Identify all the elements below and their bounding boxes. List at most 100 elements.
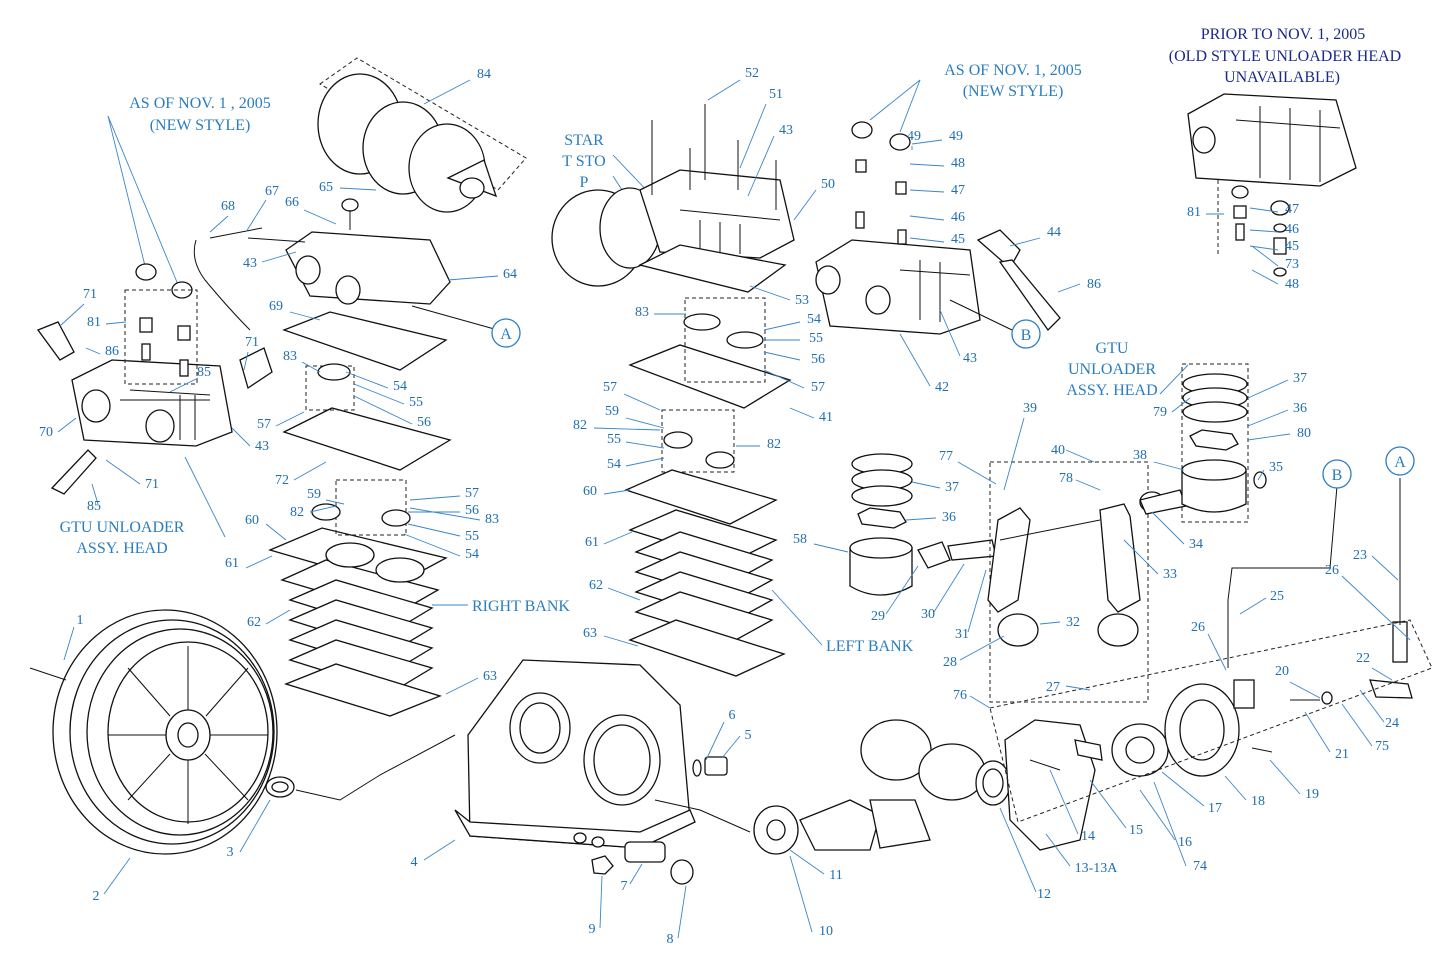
part-number-28: 28 [943, 655, 957, 670]
part-number-48: 48 [951, 156, 965, 171]
part-number-71: 71 [83, 287, 97, 302]
part-number-10: 10 [819, 924, 833, 939]
part-number-15: 15 [1129, 823, 1143, 838]
part-number-45: 45 [1285, 239, 1299, 254]
callout-leader [231, 427, 251, 447]
part-number-17: 17 [1208, 801, 1222, 816]
part-number-22: 22 [1356, 651, 1370, 666]
connector-b-rear: B [1322, 459, 1352, 489]
part-number-24: 24 [1385, 716, 1399, 731]
part-number-66: 66 [285, 195, 299, 210]
callout-leader [1359, 689, 1385, 723]
heading-gtu-right: GTU UNLOADER ASSY. HEAD [1066, 340, 1157, 399]
part-number-5: 5 [745, 728, 752, 743]
part-number-46: 46 [1285, 222, 1299, 237]
part-number-34: 34 [1189, 537, 1203, 552]
part-number-56: 56 [811, 352, 825, 367]
callout-leader [1039, 621, 1061, 625]
connector-b-main: B [1011, 319, 1041, 349]
callout-leader [85, 347, 101, 355]
start-stop-line2: T STO [562, 153, 605, 170]
part-number-31: 31 [955, 627, 969, 642]
gtu-right-line2: UNLOADER [1068, 361, 1156, 378]
callout-leader [603, 635, 639, 647]
gtu-right-line1: GTU [1096, 340, 1129, 357]
callout-leader [623, 393, 661, 411]
part-number-54: 54 [465, 547, 479, 562]
right-new-style-head [815, 121, 1061, 335]
callout-leader [1171, 397, 1191, 413]
part-number-62: 62 [589, 578, 603, 593]
callout-leader [1239, 597, 1267, 615]
part-number-53: 53 [795, 293, 809, 308]
part-number-54: 54 [607, 457, 621, 472]
callout-leader [933, 563, 965, 613]
part-number-59: 59 [605, 404, 619, 419]
gtu-unloader-head-left [36, 263, 273, 495]
right-bank-plates [268, 311, 452, 717]
connector-b-main-label: B [1021, 327, 1032, 344]
part-number-61: 61 [225, 556, 239, 571]
callout-leader [63, 626, 75, 661]
part-number-4: 4 [411, 855, 418, 870]
part-number-73: 73 [1285, 257, 1299, 272]
part-number-55: 55 [809, 331, 823, 346]
callout-leader [721, 735, 741, 759]
callout-leader [105, 459, 141, 485]
callout-leader [625, 457, 665, 467]
callout-leader [1304, 711, 1331, 753]
callout-leader [303, 209, 337, 225]
part-number-37: 37 [945, 480, 959, 495]
part-number-29: 29 [871, 609, 885, 624]
part-number-26: 26 [1191, 620, 1205, 635]
part-number-55: 55 [607, 432, 621, 447]
part-number-57: 57 [811, 380, 825, 395]
part-number-84: 84 [477, 67, 491, 82]
part-number-71: 71 [145, 477, 159, 492]
callout-leader [325, 499, 345, 505]
part-number-49: 49 [949, 129, 963, 144]
callout-leader [789, 849, 825, 875]
part-number-12: 12 [1037, 887, 1051, 902]
part-number-80: 80 [1297, 426, 1311, 441]
heading-prior-line1: PRIOR TO NOV. 1, 2005 [1201, 26, 1365, 43]
heading-prior-line3: UNAVAILABLE) [1224, 69, 1340, 86]
part-number-67: 67 [265, 184, 279, 199]
callout-leader [1249, 207, 1279, 213]
callout-leader [999, 807, 1037, 893]
old-style-head [1187, 93, 1357, 277]
callout-leader [1151, 511, 1185, 545]
part-number-50: 50 [821, 177, 835, 192]
callout-leader [1371, 667, 1393, 681]
part-number-30: 30 [921, 607, 935, 622]
part-number-2: 2 [93, 889, 100, 904]
part-number-60: 60 [245, 513, 259, 528]
callout-leader [813, 543, 849, 553]
part-number-55: 55 [465, 529, 479, 544]
part-number-13-13A: 13-13A [1075, 861, 1119, 876]
callout-leader [1251, 269, 1279, 285]
callout-leader [243, 351, 249, 371]
connector-a-main: A [491, 318, 521, 348]
part-number-11: 11 [829, 868, 842, 883]
callout-leader [1247, 379, 1289, 399]
callout-leader [1224, 775, 1247, 801]
start-stop-line3: P [580, 174, 589, 191]
heading-asof-right-line1: AS OF NOV. 1, 2005 [944, 62, 1082, 79]
callout-leader [599, 875, 603, 929]
gtu-left-line2: ASSY. HEAD [76, 540, 167, 557]
connector-lines [193, 239, 1401, 833]
callout-leader [763, 351, 801, 361]
part-number-8: 8 [667, 932, 674, 947]
callout-leader [293, 461, 327, 481]
part-number-43: 43 [243, 256, 257, 271]
callout-leader [301, 361, 321, 373]
callout-leader [909, 215, 945, 221]
part-number-77: 77 [939, 449, 953, 464]
crankcase [454, 659, 728, 885]
part-number-57: 57 [465, 486, 479, 501]
callout-leader [91, 483, 99, 505]
part-number-70: 70 [39, 425, 53, 440]
